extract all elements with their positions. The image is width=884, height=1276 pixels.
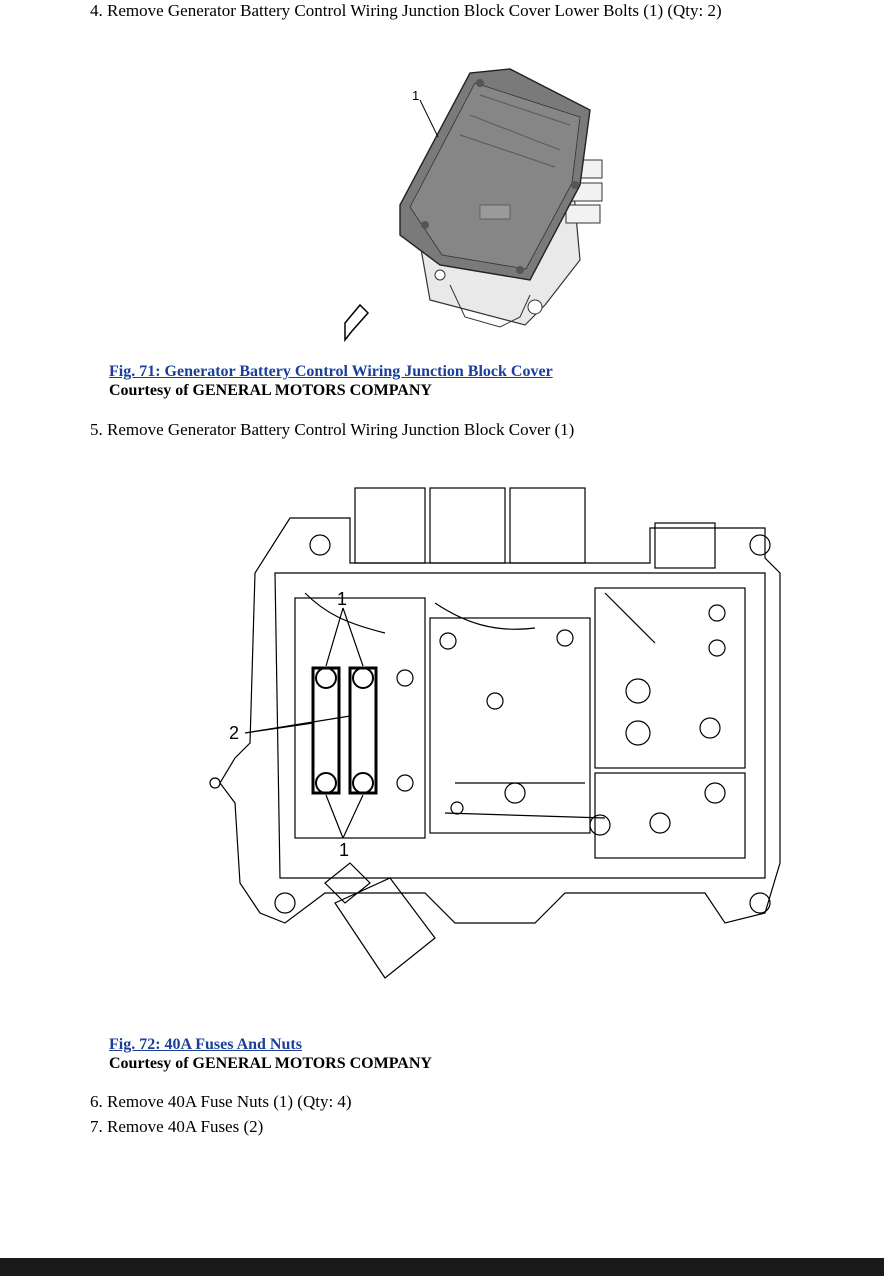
fig71-illustration: 1 — [344, 68, 603, 343]
fig71-title-link[interactable]: Fig. 71: Generator Battery Control Wirin… — [109, 363, 553, 380]
fig72-caption: Fig. 72: 40A Fuses And Nuts Courtesy of … — [109, 1035, 432, 1073]
fig72-courtesy: Courtesy of GENERAL MOTORS COMPANY — [109, 1055, 432, 1072]
fig72-callout-1-top: 1 — [337, 589, 347, 609]
step-5: 5. Remove Generator Battery Control Wiri… — [90, 420, 575, 439]
fig72-illustration: 1 1 2 — [209, 487, 781, 979]
step-6: 6. Remove 40A Fuse Nuts (1) (Qty: 4) — [90, 1092, 352, 1111]
step-4: 4. Remove Generator Battery Control Wiri… — [90, 1, 722, 20]
fig71-callout-1: 1 — [412, 88, 419, 103]
bottom-bar — [0, 1258, 884, 1276]
fig72-title-link[interactable]: Fig. 72: 40A Fuses And Nuts — [109, 1036, 302, 1053]
fig71-caption: Fig. 71: Generator Battery Control Wirin… — [109, 362, 553, 400]
fig71-courtesy: Courtesy of GENERAL MOTORS COMPANY — [109, 382, 432, 399]
fig72-callout-1-bottom: 1 — [339, 840, 349, 860]
step-7: 7. Remove 40A Fuses (2) — [90, 1117, 264, 1136]
fig72-callout-2: 2 — [229, 723, 239, 743]
